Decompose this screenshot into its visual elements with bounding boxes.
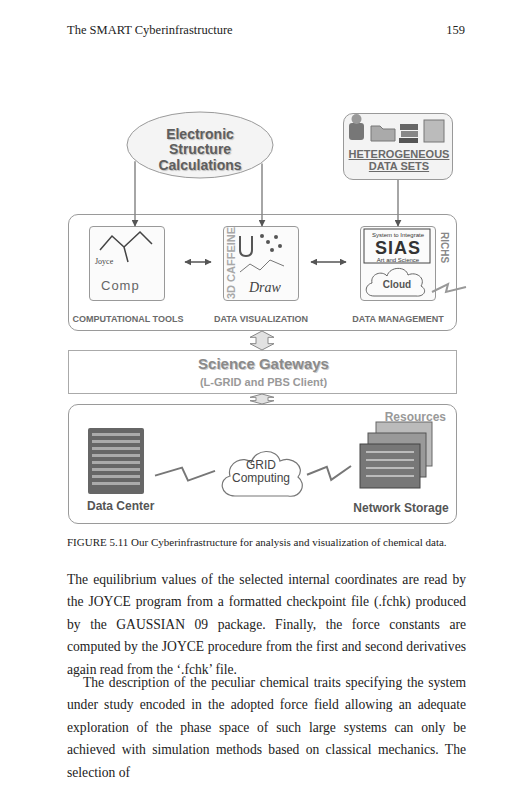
node-text: Joyce: [95, 257, 113, 266]
resource-item: Network Storage: [351, 419, 451, 517]
node-text: Cloud: [372, 279, 422, 290]
body-paragraph: The description of the peculiar chemical…: [67, 672, 466, 784]
cloud-shape: [222, 451, 302, 496]
node-text: 3D CAFFEINE: [225, 229, 237, 299]
node-text: DATA VISUALIZATION: [211, 315, 311, 325]
lightning-link: [155, 468, 215, 481]
node-text: DATA MANAGEMENT: [346, 315, 450, 325]
flow-line: [397, 180, 399, 226]
lightning-mark: [432, 284, 466, 292]
node-text: Resources: [385, 411, 446, 424]
double-arrow: [311, 261, 346, 263]
node-text: Comp: [101, 278, 140, 293]
data-sets-box: HETEROGENEOUS DATA SETS: [343, 113, 453, 180]
storage-unit: [360, 444, 420, 488]
server-slot: [92, 482, 140, 485]
node-text: Art and Science: [367, 257, 429, 263]
ellipse-shape: [127, 112, 273, 178]
body-paragraph: The equilibrium values of the selected i…: [67, 569, 466, 681]
figure-caption: FIGURE 5.11 Our Cyberinfrastructure for …: [67, 536, 467, 548]
block-arrow: [250, 331, 274, 350]
storage-slot: [366, 452, 414, 476]
node-text: Network Storage: [351, 502, 451, 515]
block-arrow: [250, 394, 274, 404]
server-slot: [92, 447, 140, 450]
node-text: (L-GRID and PBS Client): [69, 376, 458, 388]
server-slot: [92, 468, 140, 471]
tool-box: JoyceCompCOMPUTATIONAL TOOLS: [71, 226, 185, 329]
resources-box: ResourcesData Center GRID ComputingNetwor…: [68, 404, 457, 524]
double-arrow: [185, 261, 211, 263]
tool-box: System to IntegrateSIASArt and ScienceCl…: [346, 226, 450, 329]
node-text: System to Integrate: [367, 232, 429, 238]
page-number: 159: [420, 23, 465, 38]
server-slot: [92, 475, 140, 478]
server-slot: [92, 440, 140, 443]
storage-unit: [368, 433, 426, 477]
ellipse-node: Electronic Structure Calculations: [126, 111, 274, 179]
node-text: Draw: [249, 280, 281, 296]
grid-cloud: GRID Computing: [215, 444, 307, 500]
storage-unit: [376, 422, 432, 466]
node-text: SIAS: [367, 238, 429, 259]
server-rack: [88, 428, 144, 494]
resource-item: Data Center: [81, 425, 155, 517]
gateway-band: Science Gateways (L-GRID and PBS Client): [68, 350, 457, 394]
node-text: GRID Computing: [225, 459, 297, 485]
server-slot: [92, 433, 140, 436]
flow-line: [134, 161, 136, 226]
node-text: Science Gateways: [69, 356, 458, 373]
node-text: COMPUTATIONAL TOOLS: [71, 315, 185, 325]
tool-box: 3D CAFFEINE DrawDATA VISUALIZATION: [211, 226, 311, 329]
node-text: Electronic Structure Calculations: [140, 127, 260, 173]
node-text: RICHS: [439, 232, 450, 263]
tools-panel: JoyceCompCOMPUTATIONAL TOOLS 3D CAFFEINE D…: [68, 214, 457, 331]
node-text: HETEROGENEOUS DATA SETS: [348, 148, 450, 172]
node-text: Data Center: [87, 500, 154, 513]
server-slot: [92, 454, 140, 457]
running-head: The SMART Cyberinfrastructure: [67, 23, 233, 38]
lightning-link: [307, 466, 351, 480]
server-slot: [92, 461, 140, 464]
flow-line: [261, 164, 263, 226]
